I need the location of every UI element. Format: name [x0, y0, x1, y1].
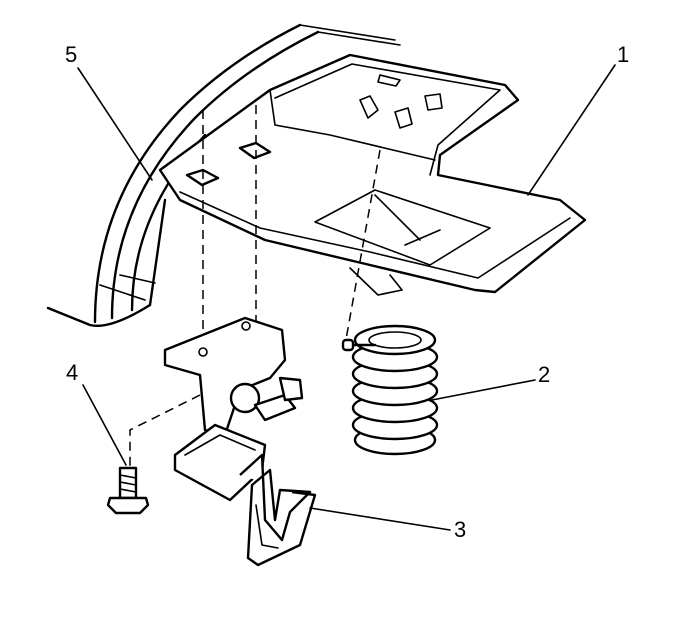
coil-spring [341, 324, 439, 456]
bolt [106, 466, 150, 515]
tray-bracket [158, 53, 587, 296]
callout-1: 1 [617, 42, 629, 67]
callout-5: 5 [65, 42, 77, 67]
callout-3: 3 [454, 517, 466, 542]
callout-2: 2 [538, 362, 550, 387]
leader-lines [77, 64, 616, 531]
alignment-lines [129, 105, 381, 470]
callout-4: 4 [66, 360, 78, 385]
hinge-bracket [163, 316, 317, 567]
